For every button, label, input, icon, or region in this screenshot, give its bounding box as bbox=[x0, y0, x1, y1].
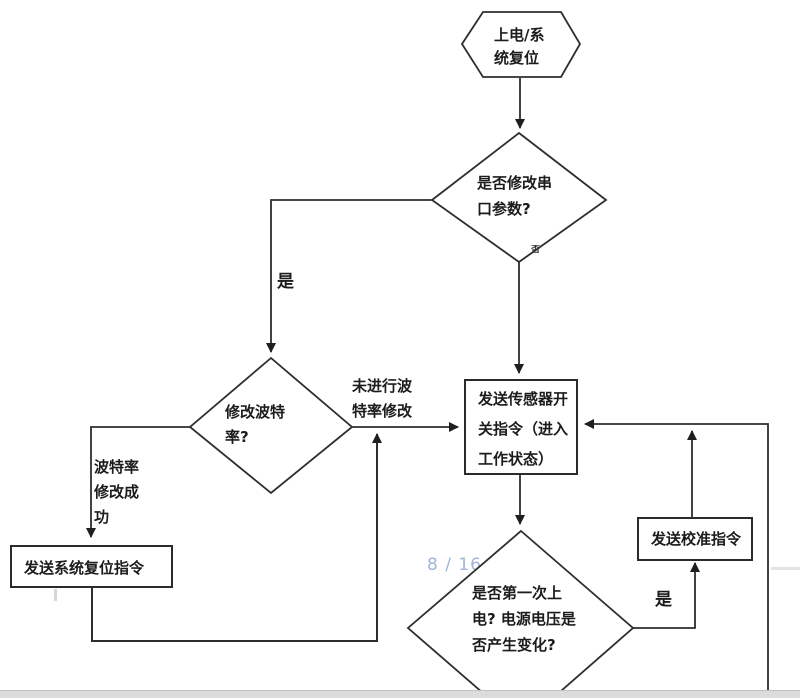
page-divider-line bbox=[771, 567, 800, 570]
edge-label-baud-not-modified: 未进行波 特率修改 bbox=[352, 377, 413, 420]
baud-decision-diamond-shape bbox=[188, 356, 354, 495]
connector-feedback-to-sensor bbox=[584, 419, 769, 691]
edge-label-no-clipped: 否 bbox=[531, 245, 540, 254]
reset-process-label: 发送系统复位指令 bbox=[24, 559, 145, 577]
edge-label-yes-power: 是 bbox=[655, 590, 672, 610]
serial-decision-label: 是否修改串 口参数? bbox=[477, 174, 553, 218]
connector-power-yes-to-calibrate bbox=[633, 562, 700, 629]
connector-reset-loop-to-sensor bbox=[91, 433, 382, 642]
power-decision-label: 是否第一次上 电? 电源电压是 否产生变化? bbox=[472, 584, 576, 654]
start-hexagon-shape bbox=[460, 11, 582, 78]
baud-decision-label: 修改波特 率? bbox=[225, 403, 286, 446]
sensor-process-label: 发送传感器开 关指令（进入 工作状态） bbox=[478, 390, 569, 468]
sensor-process-rect-shape bbox=[464, 379, 578, 475]
page-bottom-edge bbox=[0, 690, 800, 698]
reset-process-rect-shape bbox=[10, 545, 173, 588]
power-decision-diamond-shape bbox=[406, 529, 635, 698]
edge-label-baud-modified: 波特率 修改成 功 bbox=[94, 458, 140, 526]
calibrate-process-label: 发送校准指令 bbox=[651, 530, 742, 548]
edge-label-yes-serial: 是 bbox=[277, 272, 294, 292]
connector-serial-yes-to-baud bbox=[266, 199, 432, 353]
page-artifact-tick bbox=[54, 589, 57, 601]
calibrate-process-rect-shape bbox=[637, 517, 753, 561]
connector-baud-to-reset bbox=[86, 426, 190, 538]
start-node-label: 上电/系 统复位 bbox=[494, 26, 545, 67]
